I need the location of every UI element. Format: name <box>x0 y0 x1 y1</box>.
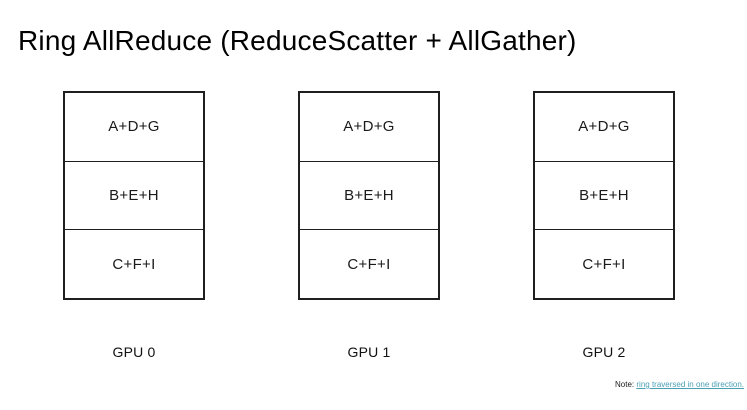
gpu2-cell-beh: B+E+H <box>535 160 673 230</box>
gpu1-group: A+D+G B+E+H C+F+I GPU 1 <box>298 91 440 360</box>
footnote-link[interactable]: ring traversed in one direction. <box>636 380 744 389</box>
gpu0-group: A+D+G B+E+H C+F+I GPU 0 <box>63 91 205 360</box>
gpu2-label: GPU 2 <box>582 344 626 360</box>
gpu2-buffer-box: A+D+G B+E+H C+F+I <box>533 91 675 300</box>
gpu0-cell-beh: B+E+H <box>65 160 203 230</box>
gpu2-cell-adg: A+D+G <box>578 118 630 136</box>
gpu0-cell-adg: A+D+G <box>108 118 160 136</box>
gpu2-cell-cfi: C+F+I <box>535 229 673 298</box>
footnote: Note: ring traversed in one direction. <box>615 380 744 389</box>
gpu1-buffer-box: A+D+G B+E+H C+F+I <box>298 91 440 300</box>
gpu0-label: GPU 0 <box>112 344 156 360</box>
gpu2-group: A+D+G B+E+H C+F+I GPU 2 <box>533 91 675 360</box>
gpu1-cell-cfi: C+F+I <box>300 229 438 298</box>
gpu1-cell-beh: B+E+H <box>300 160 438 230</box>
gpu1-label: GPU 1 <box>347 344 391 360</box>
gpu1-cell-adg: A+D+G <box>343 118 395 136</box>
footnote-prefix: Note: <box>615 380 637 389</box>
gpu0-buffer-box: A+D+G B+E+H C+F+I <box>63 91 205 300</box>
gpu0-cell-cfi: C+F+I <box>65 229 203 298</box>
page-title: Ring AllReduce (ReduceScatter + AllGathe… <box>18 25 577 56</box>
